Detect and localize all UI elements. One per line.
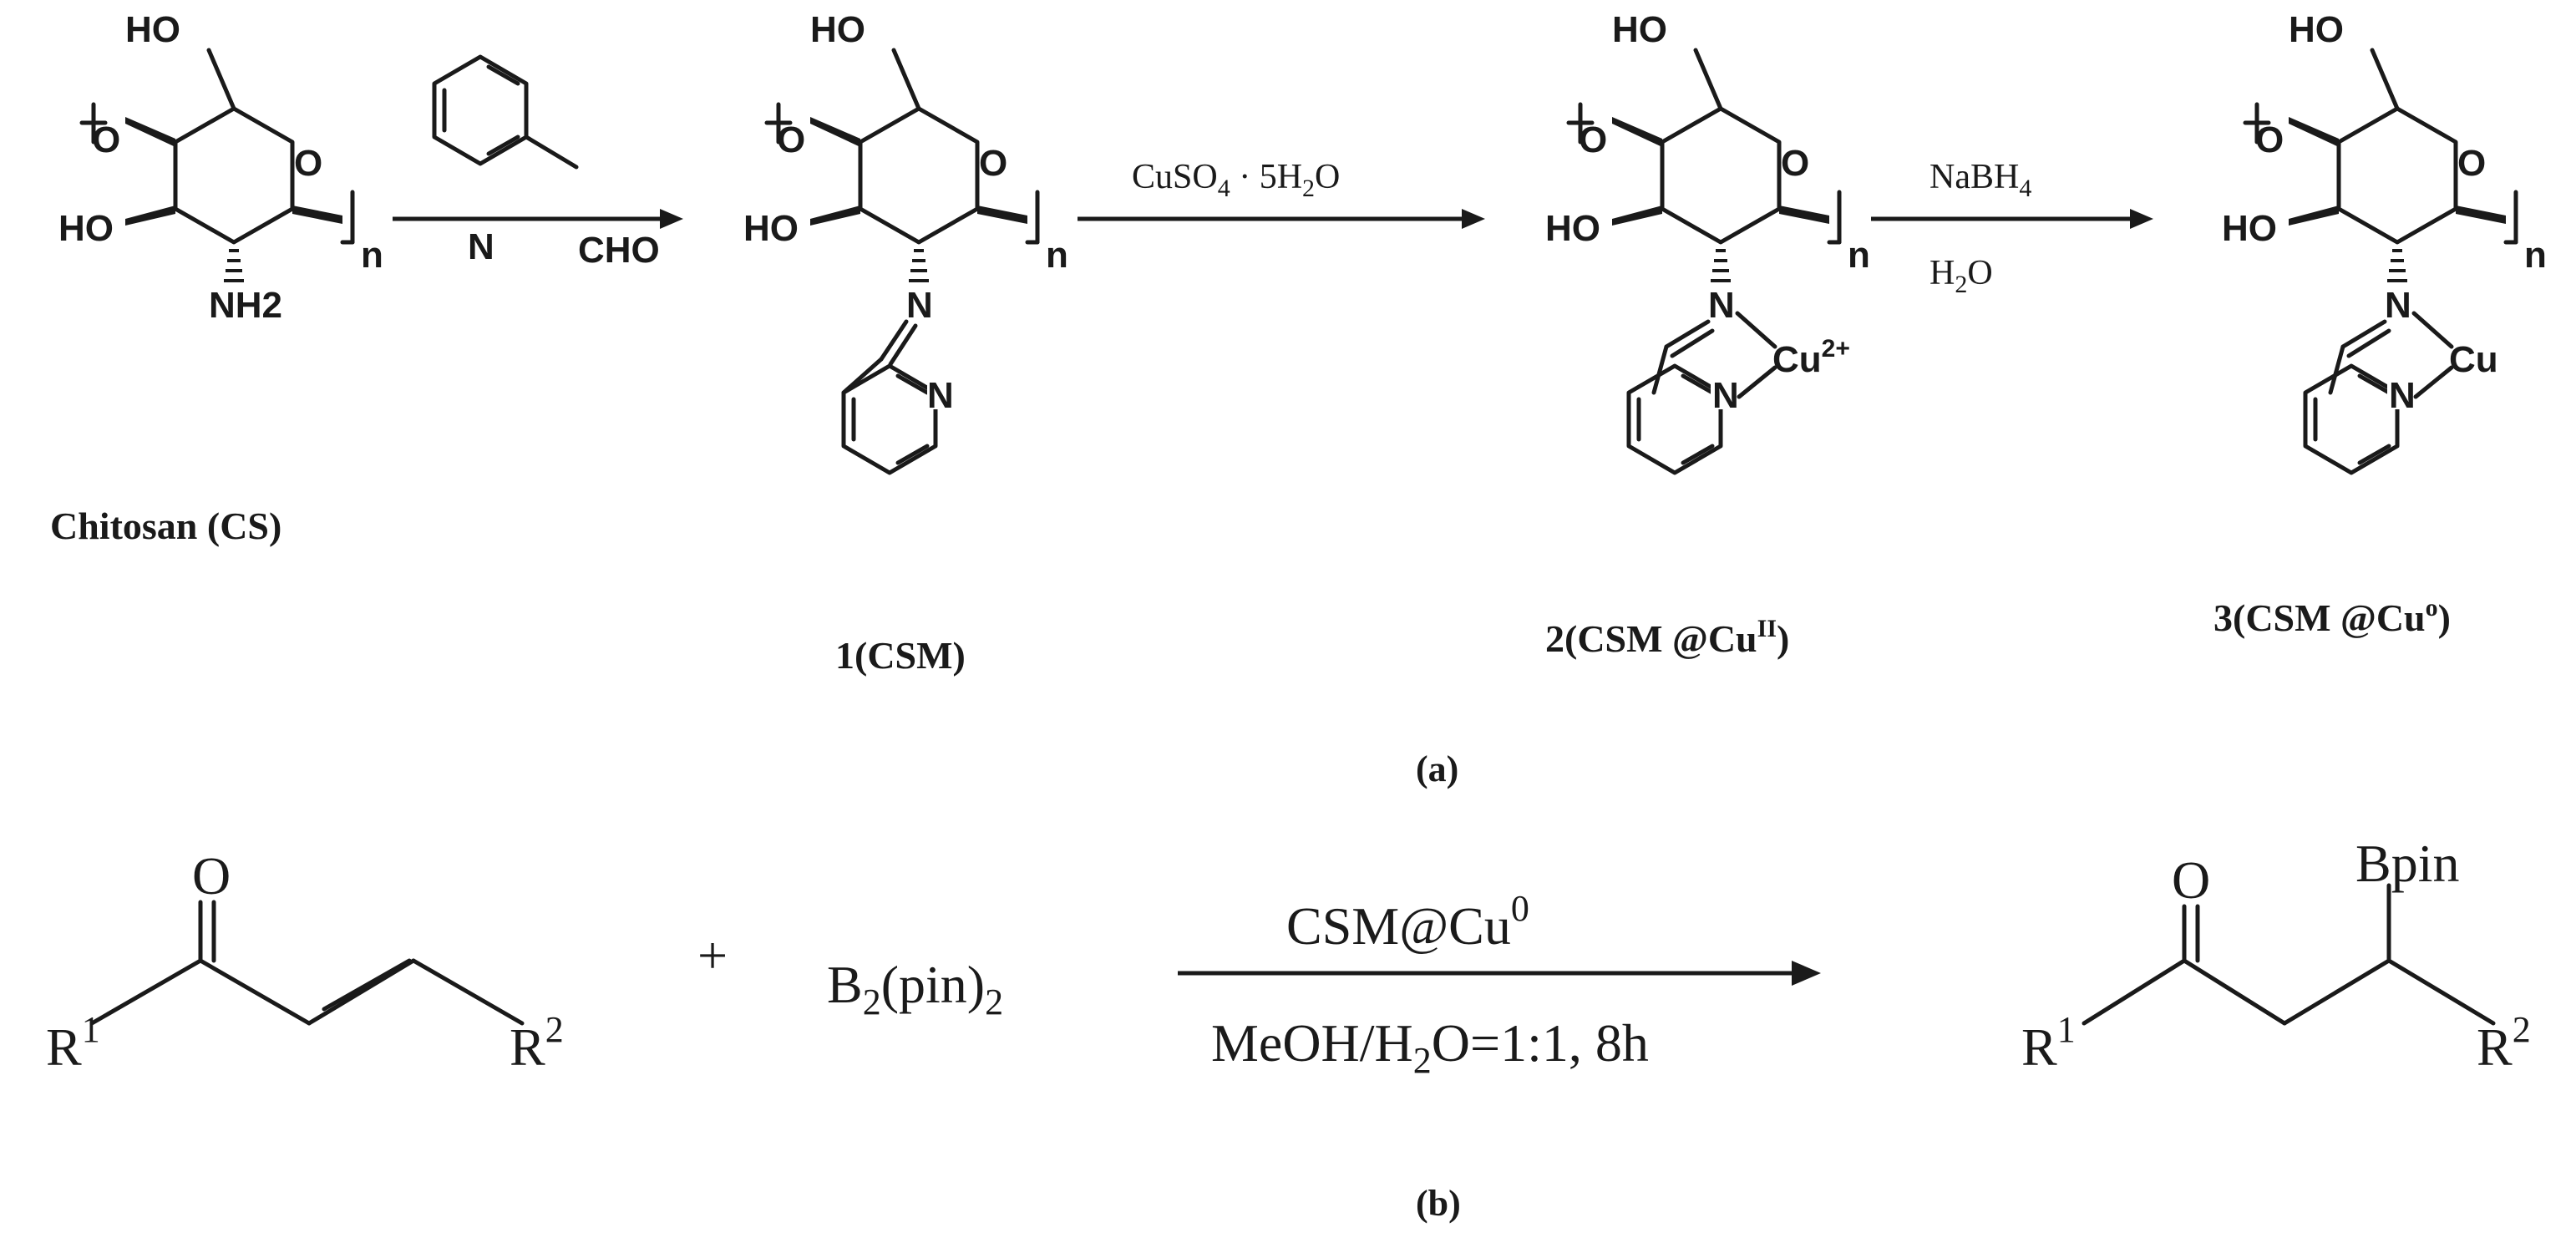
- csm-cu2-imine-nitrogen: N: [1708, 285, 1735, 326]
- step3-reagent-bottom: H2O: [1929, 254, 1993, 298]
- csm-cu2-linkage-oxygen: O: [1579, 119, 1607, 160]
- step3-reagent-top: NaBH4: [1929, 158, 2031, 202]
- reaction-arrow-3: [1871, 209, 2153, 229]
- csm-cu0-ring-oxygen: O: [2457, 143, 2486, 184]
- conditions-label: MeOH/H2O=1:1, 8h: [1211, 1013, 1649, 1081]
- csm-cu0-label: 3(CSM @Cuo): [2213, 594, 2451, 639]
- product-oxygen: O: [2172, 850, 2210, 910]
- catalyst-label: CSM@Cu0: [1286, 888, 1529, 956]
- csm-cu0-structure: HO O HO O N n N Cu: [2222, 9, 2547, 473]
- chitosan-amine: NH2: [209, 285, 282, 326]
- enone-reactant-structure: O R1 R2: [46, 846, 564, 1077]
- csm-cu0-copper: Cu: [2449, 339, 2498, 380]
- enone-r2: R2: [510, 1009, 564, 1077]
- csm-cu0-linkage-oxygen: O: [2255, 119, 2284, 160]
- csm-cu2-repeat-n: n: [1848, 235, 1870, 276]
- csm-repeat-n: n: [1046, 235, 1068, 276]
- enone-r1: R1: [46, 1009, 100, 1077]
- aldehyde-group: CHO: [578, 230, 660, 271]
- chitosan-repeat-n: n: [361, 235, 383, 276]
- csm-linkage-oxygen: O: [777, 119, 805, 160]
- csm-pyridine-nitrogen: N: [927, 375, 954, 416]
- chitosan-ring-oxygen: O: [294, 143, 322, 184]
- aldehyde-ring-nitrogen: N: [468, 226, 494, 267]
- chitosan-hydroxyl: HO: [58, 208, 114, 249]
- csm-cu2-label: 2(CSM @CuII): [1545, 615, 1789, 660]
- csm-cu2-ring-oxygen: O: [1781, 143, 1809, 184]
- chitosan-linkage-oxygen: O: [92, 119, 120, 160]
- plus-sign: +: [697, 926, 728, 985]
- csm-cu2-hydroxymethyl: HO: [1612, 9, 1667, 50]
- csm-label: 1(CSM): [835, 634, 966, 677]
- csm-cu0-hydroxymethyl: HO: [2289, 9, 2344, 50]
- product-boryl: Bpin: [2355, 834, 2459, 893]
- reaction-arrow-1: [393, 209, 683, 229]
- product-r1: R1: [2021, 1009, 2076, 1077]
- part-b-label: (b): [1416, 1183, 1461, 1224]
- chitosan-label: Chitosan (CS): [50, 505, 281, 547]
- csm-cu0-imine-nitrogen: N: [2385, 285, 2411, 326]
- enone-oxygen: O: [192, 846, 231, 906]
- borylated-product-structure: O Bpin R1 R2: [2021, 834, 2531, 1077]
- pyridine-carboxaldehyde-structure: N CHO: [434, 57, 660, 271]
- chitosan-hydroxymethyl: HO: [125, 9, 180, 50]
- part-a-label: (a): [1416, 748, 1458, 789]
- csm-structure: HO O HO O N n N: [743, 9, 1068, 473]
- product-r2: R2: [2477, 1009, 2531, 1077]
- step2-reagent: CuSO4 · 5H2O: [1132, 158, 1340, 202]
- csm-cu2-pyridine-nitrogen: N: [1712, 375, 1739, 416]
- csm-cu0-pyridine-nitrogen: N: [2389, 375, 2416, 416]
- reaction-arrow-2: [1078, 209, 1485, 229]
- reaction-arrow-b: [1178, 961, 1821, 986]
- csm-ring-oxygen: O: [979, 143, 1007, 184]
- csm-cu0-hydroxyl: HO: [2222, 208, 2277, 249]
- csm-cu2-structure: HO O HO O N n N Cu2+: [1545, 9, 1870, 473]
- chitosan-structure: HO O HO O NH2 n: [58, 9, 383, 326]
- csm-imine-nitrogen: N: [906, 285, 933, 326]
- csm-cu2-hydroxyl: HO: [1545, 208, 1600, 249]
- csm-hydroxyl: HO: [743, 208, 799, 249]
- csm-cu2-copper: Cu2+: [1772, 335, 1850, 380]
- csm-cu0-repeat-n: n: [2524, 235, 2547, 276]
- csm-hydroxymethyl: HO: [810, 9, 865, 50]
- boron-reagent: B2(pin)2: [827, 955, 1003, 1022]
